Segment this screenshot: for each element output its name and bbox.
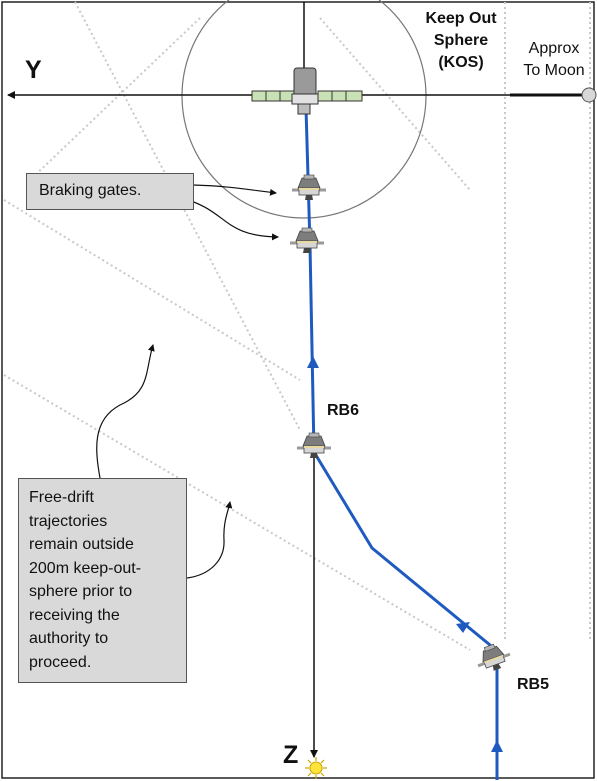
- moon-label-line: Approx: [528, 40, 580, 57]
- keep-out-sphere: [181, 0, 427, 219]
- guide-line-3: [3, 374, 471, 651]
- braking-gates-callout: Braking gates.: [26, 173, 194, 210]
- waypoint-label-rb6: RB6: [327, 402, 360, 419]
- free-drift-text-line: 200m keep-out-: [29, 559, 142, 577]
- free-drift-pointer-1: [96, 344, 155, 479]
- approach-trajectory: [304, 107, 499, 780]
- trajectory-arrow-2: [456, 622, 470, 633]
- kos-label: Keep Out Sphere (KOS): [410, 8, 512, 74]
- waypoint-label-rb5: RB5: [517, 676, 550, 693]
- braking-gates-text: Braking gates.: [39, 182, 142, 199]
- free-drift-callout: Free-drift trajectories remain outside 2…: [18, 478, 187, 683]
- guide-line-6: [319, 17, 471, 191]
- guide-line-1: [74, 1, 301, 431]
- gateway-station-icon: [251, 67, 363, 115]
- kos-label-line: Sphere: [433, 32, 489, 49]
- free-drift-text-line: proceed.: [29, 653, 92, 671]
- free-drift-text-line: trajectories: [29, 512, 108, 530]
- free-drift-pointer-2: [186, 501, 233, 579]
- trajectory-direction-arrows: [307, 356, 503, 752]
- corridor-guide-lines: [3, 1, 591, 651]
- sun-icon: [305, 757, 327, 779]
- free-drift-text-line: Free-drift: [29, 489, 94, 506]
- kos-label-line: (KOS): [438, 54, 484, 71]
- kos-label-line: Keep Out: [425, 10, 497, 27]
- guide-line-7: [29, 17, 201, 181]
- spacecraft-icon: [295, 431, 333, 460]
- trajectory-arrow-3: [307, 356, 319, 368]
- free-drift-text-line: authority to: [29, 630, 109, 647]
- spacecraft-icon: [290, 173, 328, 202]
- free-drift-text-line: remain outside: [29, 536, 134, 553]
- free-drift-text-line: sphere prior to: [29, 583, 133, 600]
- z-axis-label: Z: [283, 741, 299, 769]
- trajectory-arrow-1: [491, 740, 503, 752]
- guide-line-2: [3, 199, 301, 381]
- spacecraft-icon: [471, 638, 515, 677]
- y-axis-label: Y: [25, 56, 42, 84]
- free-drift-text-line: receiving the: [29, 606, 120, 624]
- braking-pointer-1: [192, 184, 277, 196]
- moon-icon: [581, 87, 597, 103]
- moon-label-line: To Moon: [523, 62, 585, 79]
- moon-label: Approx To Moon: [512, 38, 596, 82]
- spacecraft-icon: [288, 226, 326, 255]
